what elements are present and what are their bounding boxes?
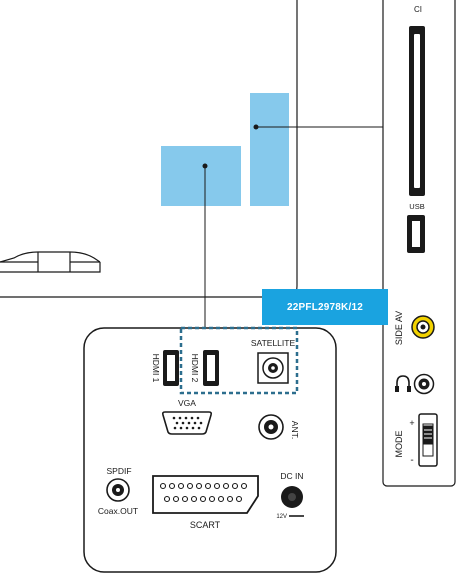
ci-label: CI <box>414 5 422 14</box>
coax-out-label: Coax.OUT <box>98 506 138 516</box>
side-av-label: SIDE AV <box>394 311 404 345</box>
usb-port-opening <box>412 221 420 247</box>
mode-plus-label: + <box>409 418 414 428</box>
leader-dot-rear <box>202 163 208 169</box>
hdmi2-label: HDMI 2 <box>190 354 200 383</box>
dc-in-label: DC IN <box>280 471 303 481</box>
model-label-tag: 22PFL2978K/12 <box>262 289 388 325</box>
mode-minus-label: - <box>410 455 413 466</box>
scart-pins <box>159 482 248 503</box>
satellite-label: SATELLITE <box>251 338 296 348</box>
hdmi1-label: HDMI 1 <box>151 354 161 383</box>
leader-dot-side <box>253 124 259 130</box>
scart-label: SCART <box>190 520 221 530</box>
vga-port <box>161 411 213 435</box>
tv-stand <box>0 251 101 273</box>
spdif-label: SPDIF <box>106 466 131 476</box>
dc-voltage-label: 12V <box>276 514 287 520</box>
side-connector-area-highlight <box>250 93 289 206</box>
hdmi-satellite-group-outline <box>179 326 299 395</box>
mode-switch-knob <box>422 425 434 445</box>
vga-pins <box>172 416 203 430</box>
usb-label: USB <box>409 202 424 211</box>
ci-slot-opening <box>414 34 420 188</box>
ant-label: ANT. <box>290 421 300 439</box>
mode-label: MODE <box>394 431 404 458</box>
headphone-icon <box>395 375 411 392</box>
vga-label: VGA <box>178 398 196 408</box>
rear-connector-area-highlight <box>161 146 241 206</box>
scart-port <box>152 475 259 514</box>
